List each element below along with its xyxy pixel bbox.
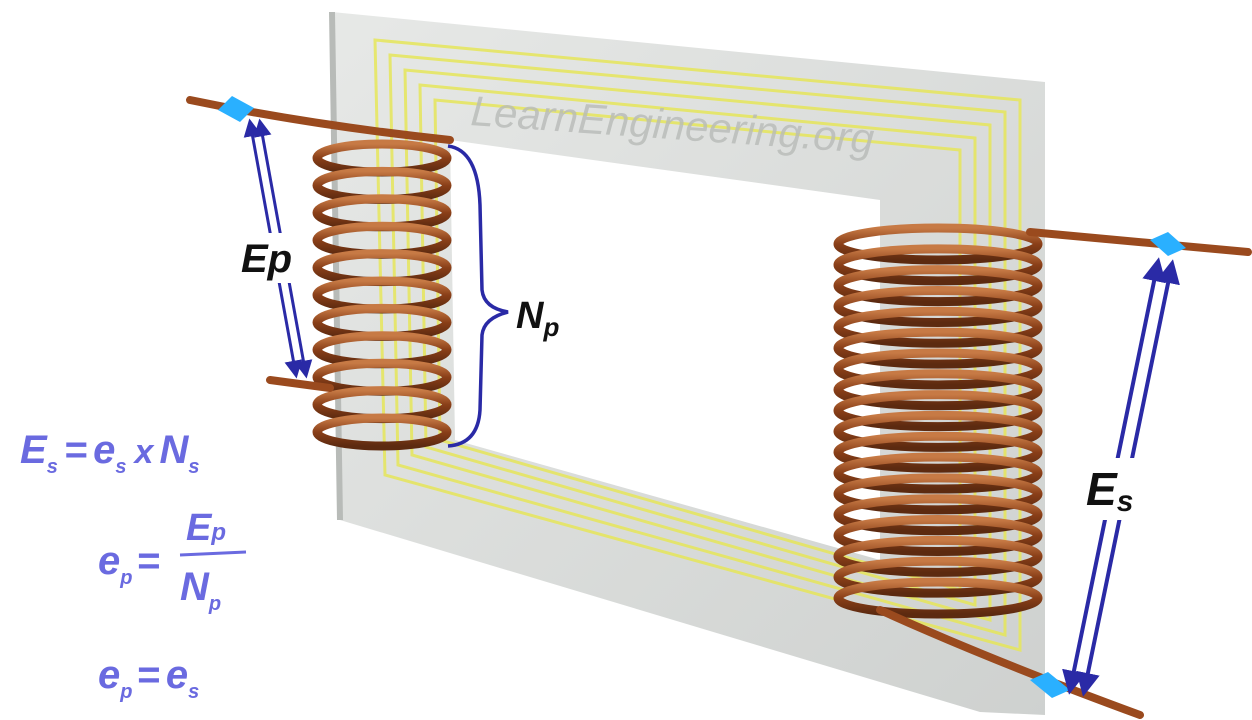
primary-voltage-label: Ep <box>241 237 292 281</box>
secondary-coil-turn <box>833 244 1043 286</box>
secondary-coil-turn <box>833 390 1043 432</box>
ep-label-bg <box>236 233 306 283</box>
secondary-terminal-top-icon <box>1150 232 1186 256</box>
core-edge <box>329 11 343 521</box>
transformer-core <box>329 11 1045 715</box>
secondary-coil-turn <box>833 556 1043 598</box>
secondary-coil-turn <box>833 431 1043 473</box>
es-label-bg <box>1082 458 1162 520</box>
primary-turns-label: Np <box>516 295 559 342</box>
primary-coil <box>186 96 454 451</box>
core-window <box>450 140 880 560</box>
primary-lead-top <box>186 96 454 144</box>
equation-2-lhs: ep= <box>98 539 160 589</box>
secondary-coil-turn <box>833 369 1043 411</box>
primary-coil-turn <box>312 413 452 451</box>
secondary-coil-turn <box>833 452 1043 494</box>
primary-lead-bottom <box>266 376 334 392</box>
secondary-terminal-bottom-icon <box>1030 672 1070 698</box>
secondary-lead-bottom <box>876 606 1144 719</box>
secondary-coil-turn <box>833 473 1043 515</box>
equation-2-denominator: Np <box>180 565 221 615</box>
secondary-coil-turn <box>833 306 1043 348</box>
secondary-coil-turn <box>833 577 1043 619</box>
secondary-coil-turn <box>833 494 1043 536</box>
secondary-coil <box>833 223 1252 719</box>
secondary-coil-turn <box>833 223 1043 265</box>
secondary-coil-turn <box>833 515 1043 557</box>
secondary-coil-turn <box>833 285 1043 327</box>
fraction-bar <box>179 550 247 557</box>
primary-terminal-icon <box>218 96 254 122</box>
secondary-coil-turn <box>833 410 1043 452</box>
secondary-lead-top <box>1026 228 1252 256</box>
secondary-coil-turn <box>833 348 1043 390</box>
equation-2-numerator: Ep <box>186 507 226 549</box>
equation-3: ep=es <box>98 653 199 703</box>
secondary-voltage-label: Es <box>1086 463 1133 518</box>
secondary-coil-turn <box>833 535 1043 577</box>
secondary-coil-turn <box>833 327 1043 369</box>
secondary-coil-turn <box>833 265 1043 307</box>
primary-turns-brace <box>447 144 509 448</box>
